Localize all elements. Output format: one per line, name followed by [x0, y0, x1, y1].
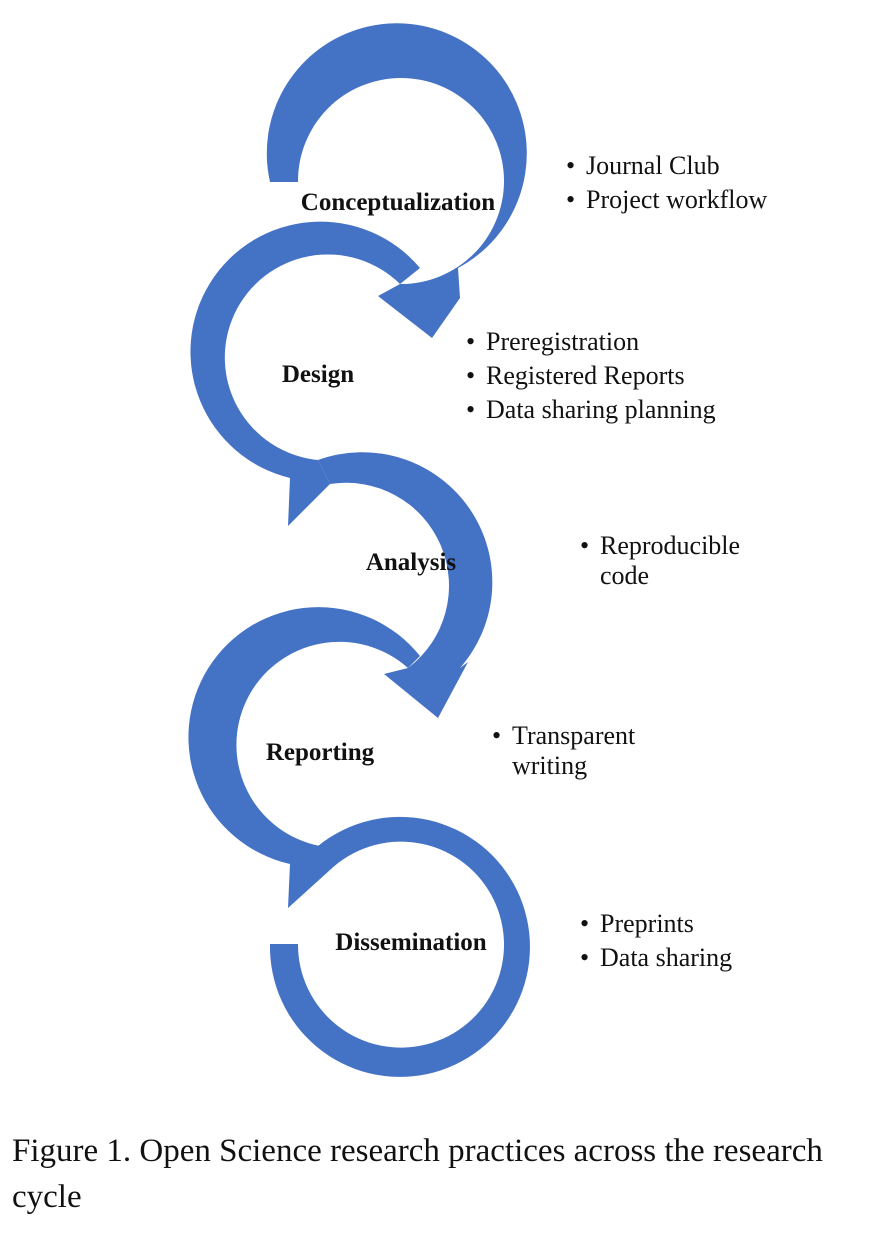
bullet-marker: • [580, 531, 589, 560]
bullet-text-reporting: writing [512, 751, 587, 780]
design-arrow [190, 221, 420, 526]
bullet-marker: • [466, 327, 475, 356]
stage-labels: Conceptualization Design Analysis Report… [266, 189, 495, 956]
bullet-marker: • [580, 909, 589, 938]
bullet-text-design: Registered Reports [486, 361, 685, 390]
conceptualization-arrow [266, 23, 527, 338]
bullet-marker: • [466, 361, 475, 390]
bullet-text-dissemination: Data sharing [600, 943, 732, 972]
bullet-marker: • [466, 395, 475, 424]
bullet-marker: • [566, 151, 575, 180]
bullet-text-conceptualization: Journal Club [586, 151, 720, 180]
bullet-text-analysis: code [600, 561, 649, 590]
bullet-text-dissemination: Preprints [600, 909, 694, 938]
stage-label-dissemination: Dissemination [335, 929, 487, 956]
bullet-text-conceptualization: Project workflow [586, 185, 767, 214]
figure-caption: Figure 1. Open Science research practice… [12, 1133, 823, 1215]
stage-label-conceptualization: Conceptualization [301, 189, 496, 216]
bullet-text-design: Data sharing planning [486, 395, 716, 424]
bullet-text-reporting: Transparent [512, 721, 636, 750]
reporting-arrow [188, 607, 420, 908]
bullet-text-design: Preregistration [486, 327, 639, 356]
bullet-text-analysis: Reproducible [600, 531, 740, 560]
stage-label-reporting: Reporting [266, 739, 375, 766]
bullet-marker: • [580, 943, 589, 972]
stage-label-design: Design [282, 361, 354, 388]
bullet-marker: • [492, 721, 501, 750]
cycle-arrows [188, 23, 530, 1077]
stage-label-analysis: Analysis [366, 549, 457, 576]
bullet-marker: • [566, 185, 575, 214]
practice-bullets: • Journal Club • Project workflow • Preregist… [466, 151, 767, 972]
analysis-arrow [318, 452, 493, 718]
